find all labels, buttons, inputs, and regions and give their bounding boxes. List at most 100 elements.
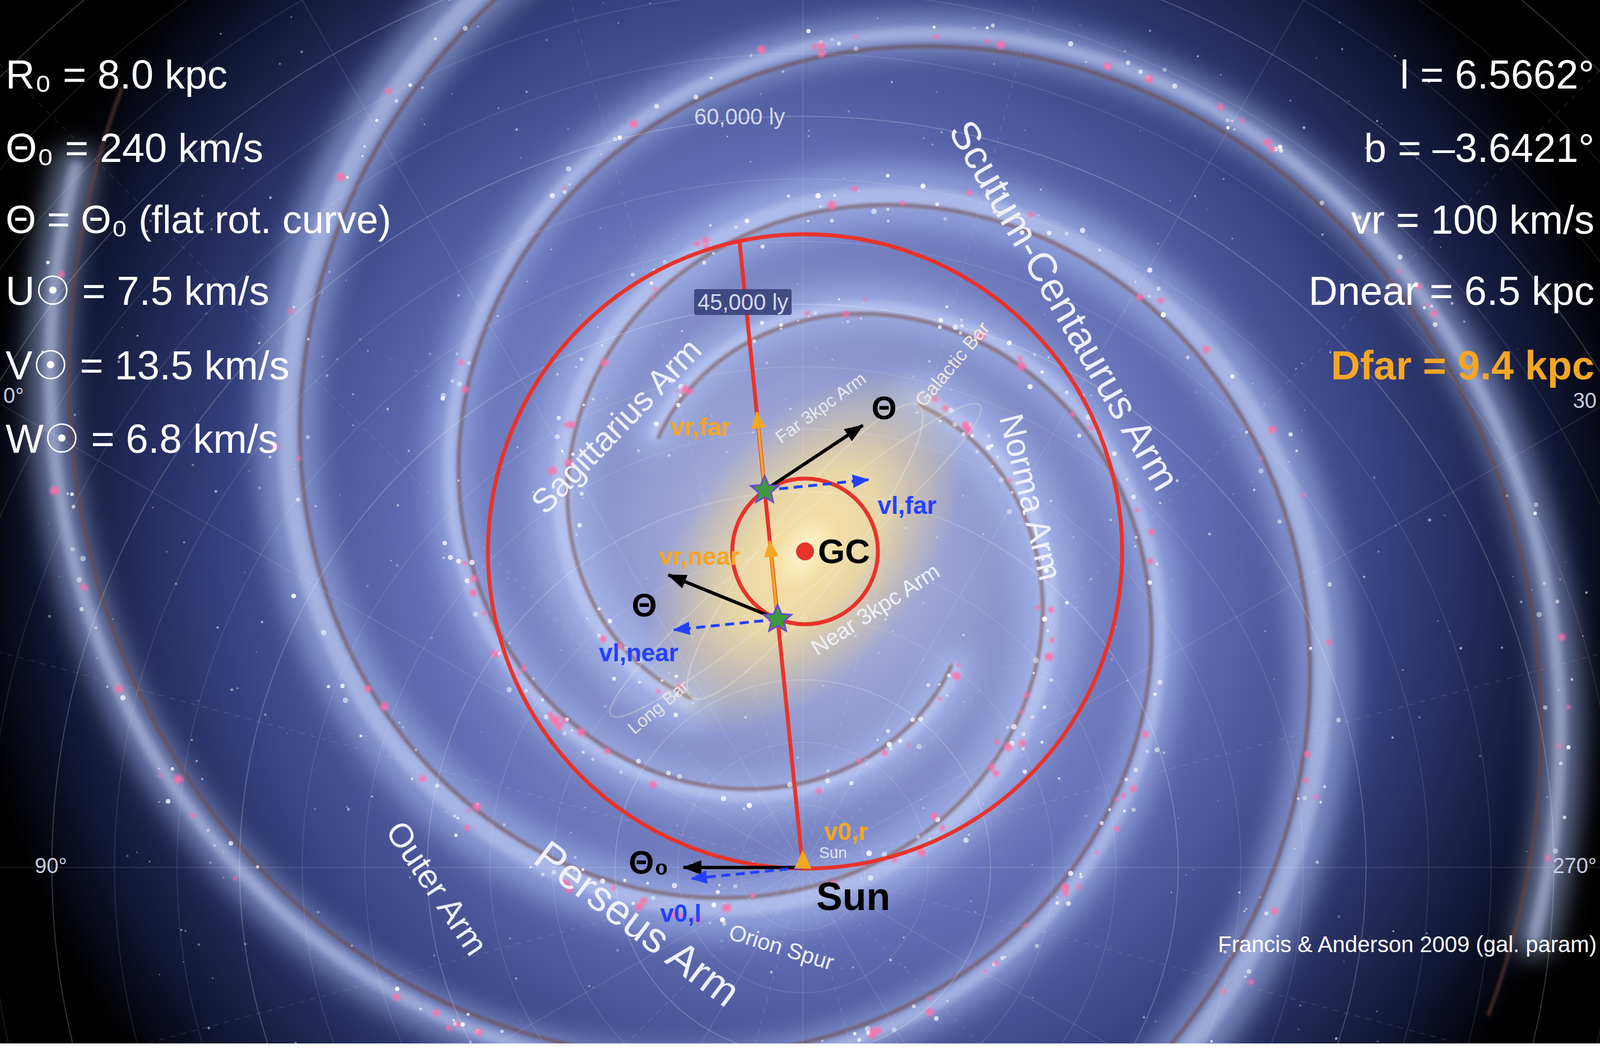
hii-region bbox=[961, 421, 971, 430]
star-dot bbox=[1039, 188, 1043, 191]
star-dot bbox=[1011, 723, 1017, 730]
star-dot bbox=[469, 559, 476, 566]
hii-region bbox=[1268, 425, 1277, 434]
parameter-text: Θ = Θ₀ (flat rot. curve) bbox=[5, 197, 392, 243]
star-dot bbox=[1080, 227, 1086, 234]
star-dot bbox=[206, 828, 210, 832]
star-dot bbox=[106, 685, 109, 688]
hii-region bbox=[561, 186, 566, 190]
hii-region bbox=[49, 485, 59, 495]
star-dot bbox=[1546, 796, 1549, 799]
star-dot bbox=[886, 207, 890, 211]
star-dot bbox=[466, 360, 471, 365]
star-dot bbox=[606, 397, 608, 400]
parameter-text: Θ₀ = 240 km/s bbox=[5, 124, 264, 172]
star-dot bbox=[1363, 575, 1366, 578]
star-dot bbox=[1133, 767, 1138, 772]
star-dot bbox=[1042, 616, 1048, 622]
star-dot bbox=[390, 559, 392, 561]
star-dot bbox=[401, 726, 404, 729]
star-dot bbox=[1068, 40, 1074, 46]
star-dot bbox=[1046, 629, 1049, 632]
star-dot bbox=[959, 331, 963, 335]
star-dot bbox=[586, 617, 589, 620]
star-dot bbox=[602, 1, 604, 3]
galactic-center-dot bbox=[796, 542, 815, 561]
star-dot bbox=[582, 403, 585, 407]
star-dot bbox=[1401, 668, 1404, 672]
star-dot bbox=[968, 833, 971, 836]
star-dot bbox=[1373, 476, 1376, 479]
star-dot bbox=[1073, 132, 1075, 134]
star-dot bbox=[1157, 242, 1160, 245]
hii-region bbox=[1121, 792, 1127, 798]
hii-region bbox=[817, 42, 825, 50]
star-dot bbox=[1138, 69, 1143, 74]
star-dot bbox=[346, 807, 350, 811]
star-dot bbox=[1298, 1028, 1300, 1031]
star-dot bbox=[414, 748, 417, 751]
star-dot bbox=[47, 522, 49, 524]
star-dot bbox=[519, 1019, 521, 1021]
star-dot bbox=[1110, 657, 1114, 661]
hii-region bbox=[1076, 884, 1082, 890]
star-dot bbox=[709, 224, 713, 227]
velocity-label: v0,l bbox=[659, 899, 701, 928]
star-dot bbox=[1559, 578, 1562, 581]
star-dot bbox=[197, 699, 199, 702]
star-dot bbox=[1170, 891, 1173, 893]
star-dot bbox=[70, 546, 76, 552]
star-dot bbox=[581, 750, 585, 754]
star-dot bbox=[846, 319, 850, 324]
grid-spoke bbox=[802, 866, 1600, 868]
star-dot bbox=[243, 571, 245, 573]
star-dot bbox=[508, 642, 511, 645]
star-dot bbox=[932, 25, 936, 29]
star-dot bbox=[1536, 611, 1543, 618]
star-dot bbox=[1277, 519, 1282, 524]
star-dot bbox=[1375, 1010, 1378, 1012]
star-dot bbox=[415, 370, 417, 372]
star-dot bbox=[989, 447, 992, 449]
star-dot bbox=[1157, 679, 1163, 685]
star-dot bbox=[1134, 280, 1137, 283]
star-dot bbox=[1500, 646, 1504, 649]
star-dot bbox=[1463, 320, 1466, 323]
star-dot bbox=[946, 673, 951, 678]
hii-region bbox=[1269, 146, 1276, 152]
star-dot bbox=[898, 738, 902, 743]
hii-region bbox=[875, 1026, 883, 1034]
star-dot bbox=[975, 449, 979, 454]
hii-region bbox=[842, 310, 850, 318]
hii-region bbox=[600, 358, 609, 367]
hii-region bbox=[1114, 797, 1119, 802]
velocity-label: Θ₀ bbox=[628, 843, 669, 882]
star-dot bbox=[1542, 705, 1548, 710]
star-dot bbox=[719, 917, 726, 923]
star-dot bbox=[136, 334, 139, 337]
hii-region bbox=[996, 40, 1006, 50]
star-dot bbox=[1032, 671, 1035, 674]
hii-region bbox=[469, 589, 477, 597]
star-dot bbox=[749, 160, 752, 163]
star-dot bbox=[1287, 460, 1290, 463]
star-dot bbox=[560, 649, 562, 651]
star-dot bbox=[496, 314, 500, 318]
arm-label: Outer Arm bbox=[378, 813, 496, 962]
star-dot bbox=[263, 713, 267, 716]
star-dot bbox=[419, 1007, 422, 1011]
star-dot bbox=[982, 533, 984, 536]
solar-circle bbox=[487, 234, 1123, 869]
star-dot bbox=[985, 26, 989, 30]
star-dot bbox=[190, 738, 193, 741]
star-dot bbox=[931, 143, 934, 146]
grid-spoke bbox=[802, 867, 1137, 1058]
star-dot bbox=[1432, 322, 1438, 328]
star-dot bbox=[926, 682, 930, 687]
star-dot bbox=[351, 393, 355, 396]
star-dot bbox=[428, 352, 431, 355]
star-dot bbox=[464, 578, 471, 584]
star-dot bbox=[294, 468, 296, 471]
star-dot bbox=[972, 26, 976, 30]
star-dot bbox=[902, 936, 905, 939]
